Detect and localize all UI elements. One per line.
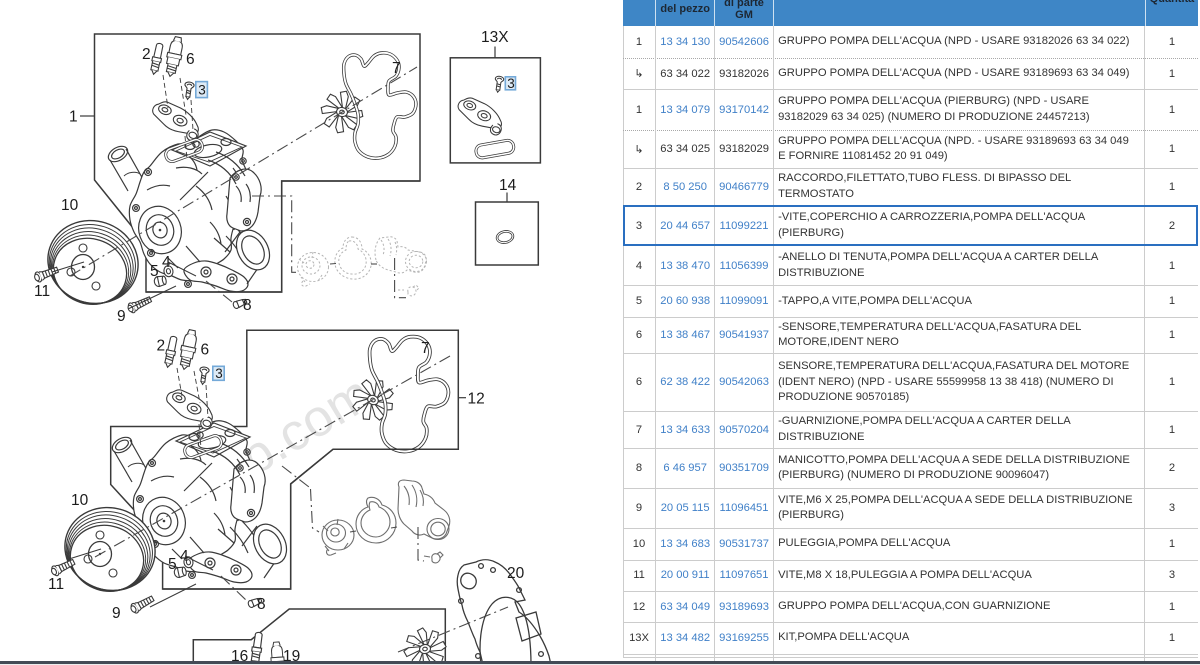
svg-text:6: 6 [186, 51, 195, 68]
svg-text:9: 9 [117, 308, 126, 325]
svg-text:6: 6 [201, 342, 210, 359]
svg-text:10: 10 [61, 197, 79, 214]
svg-text:4: 4 [180, 548, 189, 565]
svg-text:2: 2 [157, 338, 166, 355]
svg-text:5: 5 [168, 556, 177, 573]
svg-text:11: 11 [34, 283, 50, 300]
svg-text:7: 7 [392, 60, 401, 77]
svg-text:19: 19 [283, 648, 300, 665]
svg-text:8: 8 [257, 596, 266, 613]
svg-text:9: 9 [112, 605, 121, 622]
svg-text:12: 12 [468, 391, 485, 408]
svg-text:2: 2 [142, 46, 151, 63]
svg-text:4: 4 [162, 254, 171, 271]
svg-text:3: 3 [198, 83, 206, 98]
svg-text:1: 1 [69, 109, 78, 126]
svg-text:11: 11 [48, 576, 64, 593]
svg-text:7: 7 [421, 340, 430, 357]
svg-text:8: 8 [243, 297, 252, 314]
svg-text:16: 16 [231, 648, 248, 665]
svg-text:14: 14 [499, 177, 517, 194]
svg-text:3: 3 [507, 76, 515, 91]
svg-text:5: 5 [150, 263, 159, 280]
svg-text:3: 3 [215, 366, 223, 381]
svg-text:10: 10 [71, 492, 89, 509]
svg-text:13X: 13X [481, 29, 509, 46]
svg-text:20: 20 [507, 565, 525, 582]
